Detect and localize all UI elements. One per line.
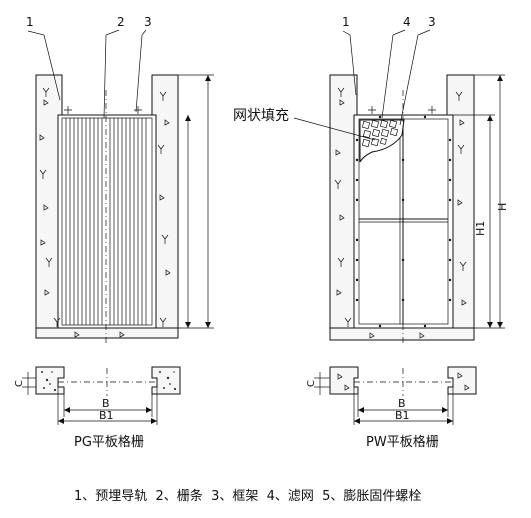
right-section-bottom [329, 327, 475, 341]
pg-callout-1: 1 [26, 15, 34, 29]
dim-h1-label: H1 [474, 221, 487, 236]
pw-leader-4 [381, 29, 406, 119]
pw-dim-c: C [306, 380, 317, 387]
pg-elevation [27, 29, 214, 345]
pw-leader-3 [399, 29, 431, 126]
pg-dim-b: B [102, 397, 110, 410]
pw-callout-4: 4 [403, 15, 411, 29]
pg-plan-left-block [35, 366, 65, 395]
pg-title: PG平板格栅 [74, 434, 144, 450]
pg-anchor-ticks [39, 87, 169, 327]
pg-frame [57, 114, 157, 329]
dim-h-label: H [496, 203, 509, 211]
right-section-left-wall [329, 74, 358, 329]
mesh-fill-label: 网状填充 [233, 108, 289, 124]
pw-elevation [293, 29, 505, 345]
pw-aggregate [335, 99, 467, 339]
pw-callout-1: 1 [342, 15, 350, 29]
pw-plan-right-block [447, 366, 477, 395]
pg-dim-b1: B1 [99, 409, 114, 422]
pw-anchor-ticks [334, 87, 467, 327]
pw-bolt-dots [355, 115, 452, 328]
pg-inner-frame [61, 117, 153, 326]
pg-callout-3: 3 [144, 15, 152, 29]
legend-text: 1、预埋导轨 2、栅条 3、框架 4、滤网 5、膨胀固件螺栓 [74, 488, 421, 504]
pg-bars [65, 118, 147, 325]
pw-dim-b: B [398, 397, 406, 410]
pg-leader-2 [103, 29, 120, 119]
pw-plan-section [314, 366, 477, 425]
pg-aggregate [39, 99, 171, 338]
pw-callout-3: 3 [428, 15, 436, 29]
pw-title: PW平板格栅 [366, 434, 439, 450]
pw-mesh-patch [359, 119, 405, 163]
pw-leader-1 [342, 30, 357, 96]
pw-dim-b1: B1 [395, 409, 410, 422]
pg-callout-2: 2 [117, 15, 125, 29]
pg-leader-1 [27, 30, 61, 101]
bottom-concrete [35, 327, 179, 339]
pg-dim-c: C [14, 380, 25, 387]
pg-plan-right-block [151, 366, 181, 395]
pw-mesh-leader [293, 117, 376, 141]
pg-plan-section [22, 366, 181, 425]
pg-leader-3 [135, 29, 147, 113]
